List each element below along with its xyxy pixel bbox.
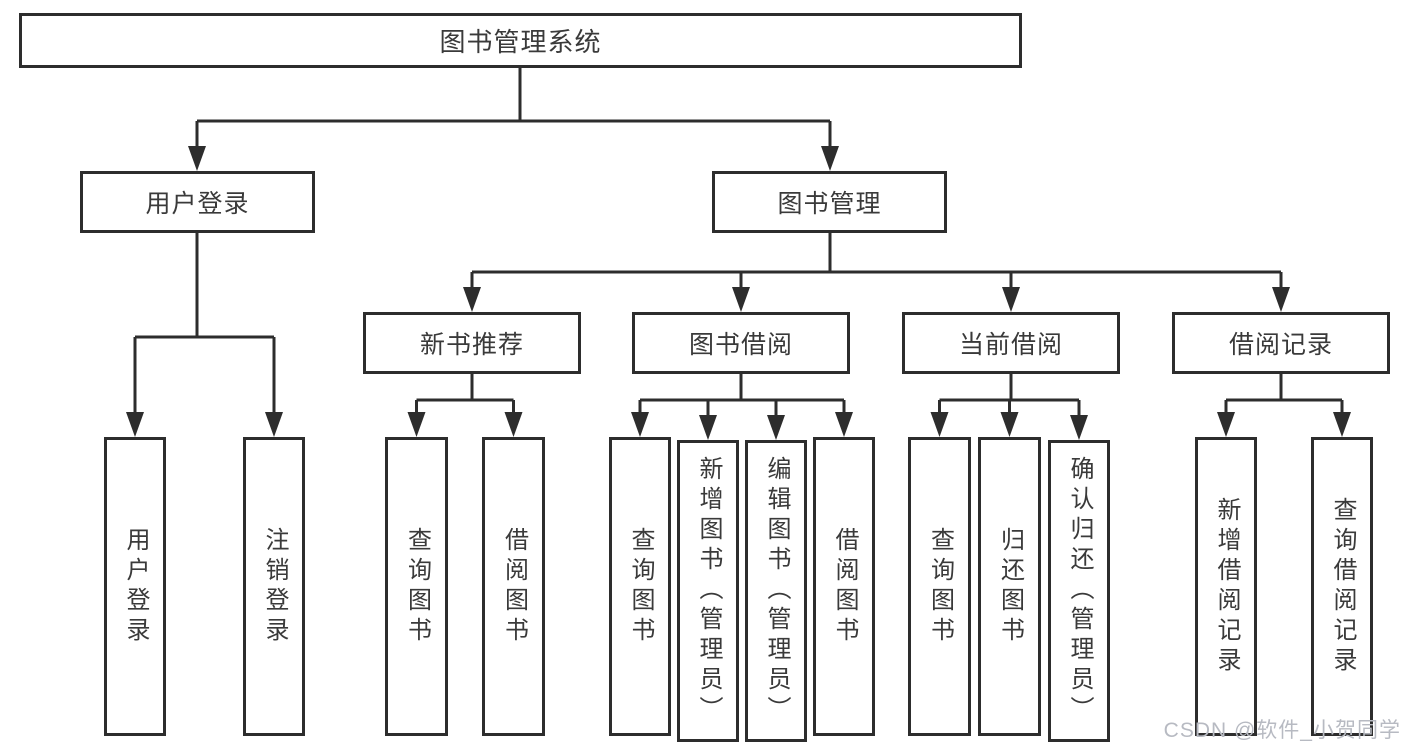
- node-borrow-records: 借阅记录: [1172, 312, 1390, 374]
- node-leaf-user-login: 用户登录: [104, 437, 166, 736]
- csdn-watermark: CSDN @软件_小贺同学: [1163, 719, 1401, 742]
- node-book-management-branch: 图书管理: [712, 171, 947, 233]
- node-leaf-logout: 注销登录: [243, 437, 305, 736]
- node-root-system: 图书管理系统: [19, 13, 1022, 68]
- node-new-book-recommend: 新书推荐: [363, 312, 581, 374]
- node-leaf-confirm-return-admin: 确认归还（管理员）: [1048, 440, 1110, 742]
- node-current-borrow: 当前借阅: [902, 312, 1120, 374]
- node-leaf-edit-books-admin: 编辑图书（管理员）: [745, 440, 807, 742]
- node-leaf-query-borrow-record: 查询借阅记录: [1311, 437, 1373, 736]
- node-leaf-query-books-3: 查询图书: [908, 437, 971, 736]
- node-leaf-add-borrow-record: 新增借阅记录: [1195, 437, 1257, 736]
- node-leaf-query-books-2: 查询图书: [609, 437, 671, 736]
- node-leaf-borrow-books-2: 借阅图书: [813, 437, 875, 736]
- node-leaf-query-books-1: 查询图书: [385, 437, 448, 736]
- node-leaf-borrow-books-1: 借阅图书: [482, 437, 545, 736]
- node-leaf-return-books: 归还图书: [978, 437, 1041, 736]
- node-user-login-branch: 用户登录: [80, 171, 315, 233]
- node-book-borrow: 图书借阅: [632, 312, 850, 374]
- node-leaf-add-books-admin: 新增图书（管理员）: [677, 440, 739, 742]
